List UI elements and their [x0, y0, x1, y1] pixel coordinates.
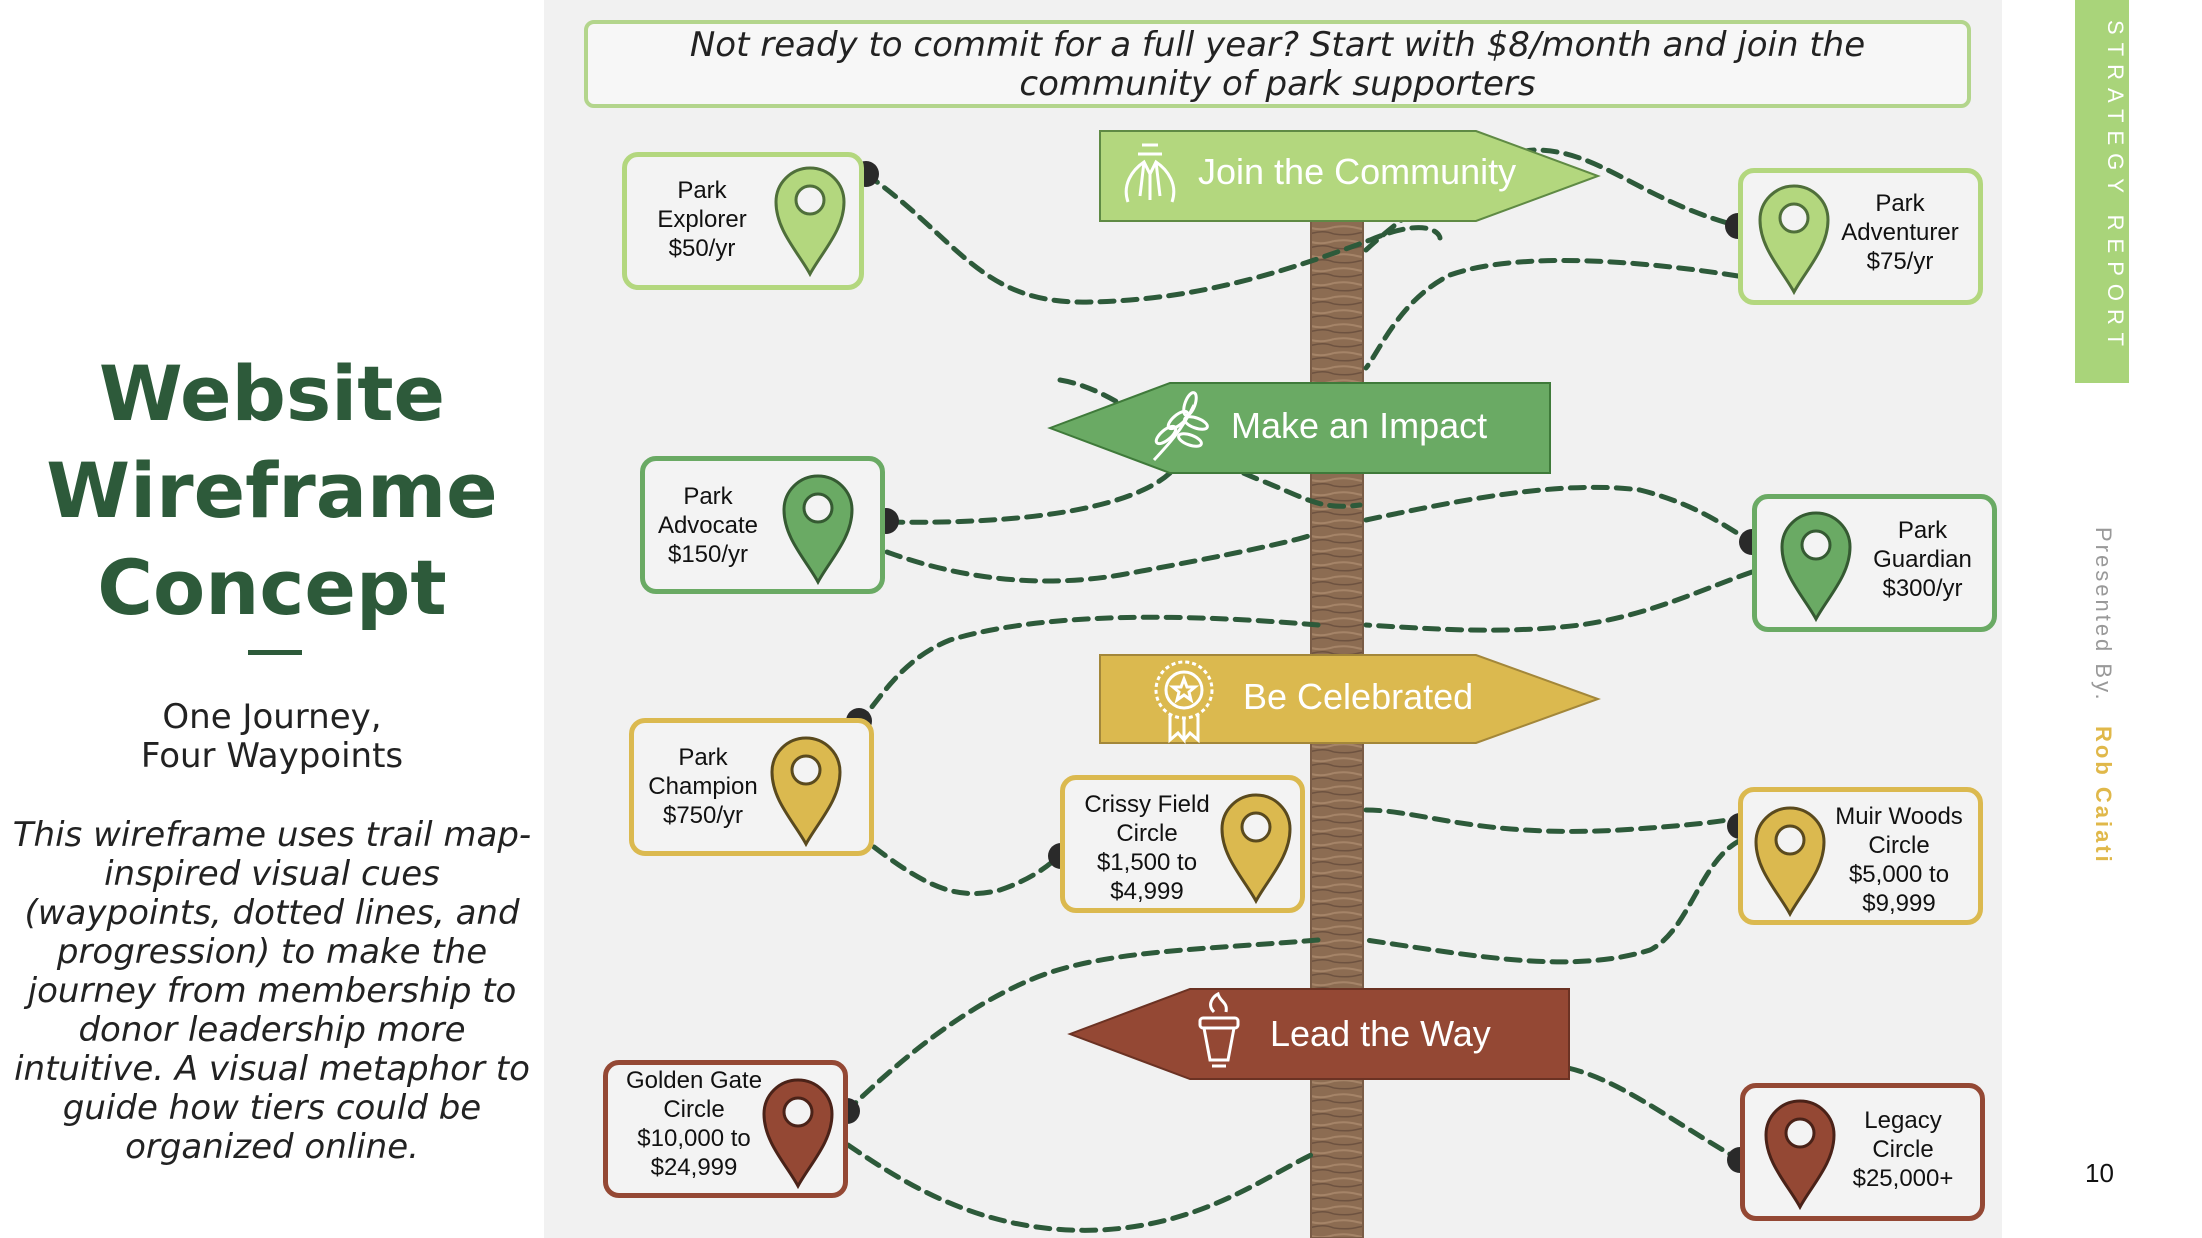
tier-card-text: Muir Woods Circle $5,000 to $9,999: [1828, 802, 1970, 918]
tier-line: $9,999: [1862, 890, 1936, 917]
tier-line: $5,000 to: [1848, 861, 1950, 888]
title-divider: [248, 650, 302, 655]
tier-line: Champion: [648, 773, 758, 800]
tier-line: Guardian: [1873, 546, 1972, 573]
page-number: 10: [2085, 1158, 2114, 1188]
trail-segment: [1363, 837, 1744, 965]
tier-card-text: Park Champion $750/yr: [637, 743, 769, 830]
tier-card-text: Park Advocate $150/yr: [648, 482, 768, 569]
tier-line: Crissy Field: [1084, 791, 1210, 818]
sign-board: [1067, 988, 1570, 1080]
presenter-name: Rob Caiati: [2091, 725, 2116, 865]
trail-segment: [884, 470, 1173, 525]
title-line: Concept: [97, 543, 447, 632]
sign-board: [1099, 130, 1601, 222]
tier-card-text: Crissy Field Circle $1,500 to $4,999: [1066, 790, 1228, 906]
tier-line: Park: [678, 744, 728, 771]
page-title: Website Wireframe Concept: [0, 345, 544, 636]
sign-label-be-celebrated: Be Celebrated: [1243, 676, 1474, 717]
trail-segment: [845, 1142, 1314, 1233]
tier-line: Park: [1897, 517, 1948, 544]
laurel-icon: [1152, 391, 1209, 462]
sign-join-community: [1099, 130, 1601, 222]
tier-line: $150/yr: [667, 541, 749, 568]
tier-line: Golden Gate: [625, 1067, 763, 1094]
sign-label-join-community: Join the Community: [1198, 151, 1517, 192]
subtitle-line: Four Waypoints: [140, 736, 404, 776]
tier-line: Park: [1875, 190, 1925, 217]
sign-lead-way: [1067, 988, 1570, 1080]
trail-segment: [1363, 569, 1755, 633]
tier-line: Circle: [1116, 820, 1178, 847]
trail-segment: [1363, 807, 1741, 834]
sign-label-make-impact: Make an Impact: [1231, 405, 1488, 446]
tier-line: Legacy: [1864, 1107, 1942, 1134]
tier-line: $1,500 to: [1096, 849, 1198, 876]
map-pin-icon: [1220, 793, 1292, 905]
tier-line: $25,000+: [1852, 1165, 1954, 1192]
trail-paths: [845, 147, 1755, 1233]
banner-line: community of park supporters: [1019, 64, 1536, 104]
trail-segment: [1363, 258, 1741, 371]
tier-line: $24,999: [650, 1154, 738, 1181]
monthly-banner: Not ready to commit for a full year? Sta…: [584, 20, 1971, 108]
trail-segment: [863, 171, 1443, 305]
tier-line: $50/yr: [668, 235, 736, 262]
map-pin-icon: [1758, 184, 1830, 296]
tier-line: Park: [677, 177, 727, 204]
subtitle-line: One Journey,: [162, 697, 382, 737]
banner-line: Not ready to commit for a full year? Sta…: [689, 25, 1866, 65]
map-pin-icon: [762, 1078, 834, 1190]
tier-line: $75/yr: [1866, 248, 1934, 275]
trail-segment: [884, 532, 1314, 584]
map-pin-icon: [770, 736, 842, 848]
section-tag: [2075, 0, 2129, 383]
presenter-credit: Presented By. Rob Caiati: [2090, 527, 2116, 864]
trail-segment: [857, 614, 1321, 724]
sign-be-celebrated: [1099, 654, 1601, 745]
trail-segment: [1363, 484, 1755, 545]
description: This wireframe uses trail map-inspired v…: [12, 815, 532, 1167]
tier-line: $750/yr: [662, 802, 744, 829]
tier-line: Circle: [1872, 1136, 1934, 1163]
subtitle: One Journey, Four Waypoints: [0, 698, 544, 776]
tier-line: Park: [683, 483, 733, 510]
map-pin-icon: [782, 474, 854, 586]
trail-segment: [845, 937, 1321, 1113]
title-line: Wireframe: [46, 446, 498, 535]
presenter-prefix: Presented By.: [2091, 527, 2116, 703]
map-pin-icon: [1780, 511, 1852, 623]
tier-card-text: Legacy Circle $25,000+: [1838, 1106, 1968, 1193]
tier-line: Explorer: [657, 206, 747, 233]
tier-card-text: Golden Gate Circle $10,000 to $24,999: [610, 1066, 778, 1182]
map-pin-icon: [774, 166, 846, 278]
map-pin-icon: [1764, 1099, 1836, 1211]
tier-line: $4,999: [1110, 878, 1184, 905]
sign-board: [1099, 654, 1601, 744]
hands-icon: [1124, 143, 1176, 203]
tier-line: Muir Woods: [1835, 803, 1963, 830]
map-pin-icon: [1754, 806, 1826, 918]
tier-card-text: Park Guardian $300/yr: [1860, 516, 1985, 603]
tier-line: Advocate: [657, 512, 759, 539]
tier-line: Circle: [1868, 832, 1930, 859]
sign-label-lead-way: Lead the Way: [1270, 1013, 1491, 1054]
sign-board: [1047, 382, 1551, 474]
tier-card-text: Park Adventurer $75/yr: [1830, 189, 1970, 276]
tier-line: $300/yr: [1882, 575, 1963, 602]
tier-line: Adventurer: [1841, 219, 1959, 246]
section-tag-label: STRATEGY REPORT: [2103, 20, 2128, 354]
trail-segment: [871, 844, 1063, 897]
trail-segment: [1565, 1065, 1743, 1163]
award-ribbon-icon: [1154, 660, 1214, 745]
torch-icon: [1198, 991, 1240, 1068]
tier-line: $10,000 to: [637, 1125, 751, 1152]
tier-line: Circle: [663, 1096, 725, 1123]
left-panel: Website Wireframe Concept One Journey, F…: [0, 0, 544, 1238]
title-line: Website: [98, 349, 446, 438]
tier-card-text: Park Explorer $50/yr: [632, 176, 772, 263]
sign-make-impact: [1047, 382, 1551, 474]
